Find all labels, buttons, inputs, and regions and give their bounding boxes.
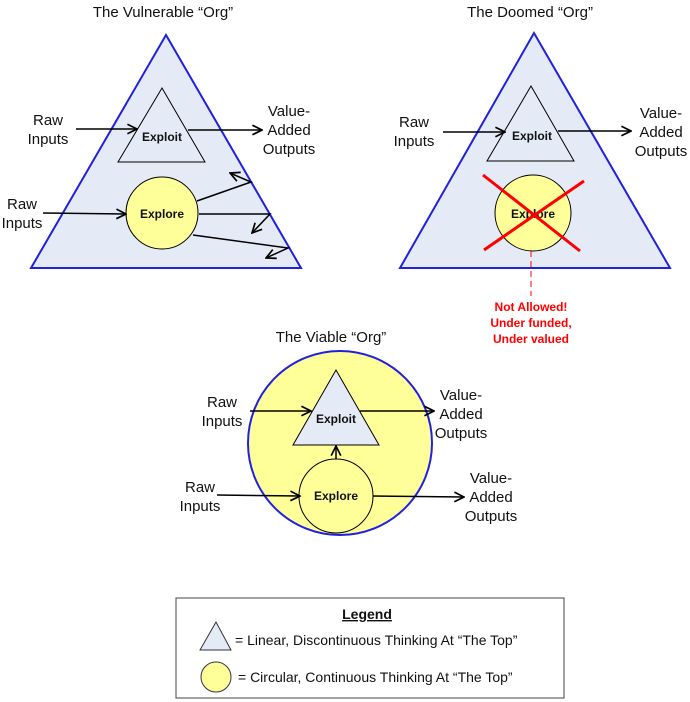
deflected-arrow-3 [192,234,291,258]
vulnerable-title: The Vulnerable “Org” [93,4,233,21]
exploit-label: Exploit [316,412,356,426]
legend: Legend = Linear, Discontinuous Thinking … [175,597,565,699]
exploit-label: Exploit [142,130,182,144]
input-arrow-2 [216,495,300,496]
explore-label: Explore [314,489,358,503]
vulnerable-org: The Vulnerable “Org” Exploit Explore Raw… [2,4,316,269]
viable-title: The Viable “Org” [276,329,387,346]
warning-text: Not Allowed!Under funded,Under valued [490,300,571,346]
exploit-label: Exploit [512,129,552,143]
exploit-triangle [486,85,575,162]
legend-circle-text: = Circular, Continuous Thinking At “The … [238,669,513,685]
cross-out-icon [482,173,581,253]
legend-triangle-text: = Linear, Discontinuous Thinking At “The… [235,632,518,648]
legend-circle-icon [200,661,232,693]
output-arrow-2 [372,496,464,497]
explore-label: Explore [140,207,184,221]
legend-title: Legend [342,606,392,622]
doomed-org: The Doomed “Org” Exploit Explore Not All… [394,4,688,346]
input-arrow-2 [42,213,126,214]
deflected-arrow-2 [199,213,272,233]
exploit-triangle [117,87,206,163]
deflected-arrow-1 [196,173,254,202]
legend-triangle-icon [199,620,232,651]
doomed-title: The Doomed “Org” [467,4,593,21]
legend-box [175,597,565,699]
cross-out-icon [483,179,585,252]
